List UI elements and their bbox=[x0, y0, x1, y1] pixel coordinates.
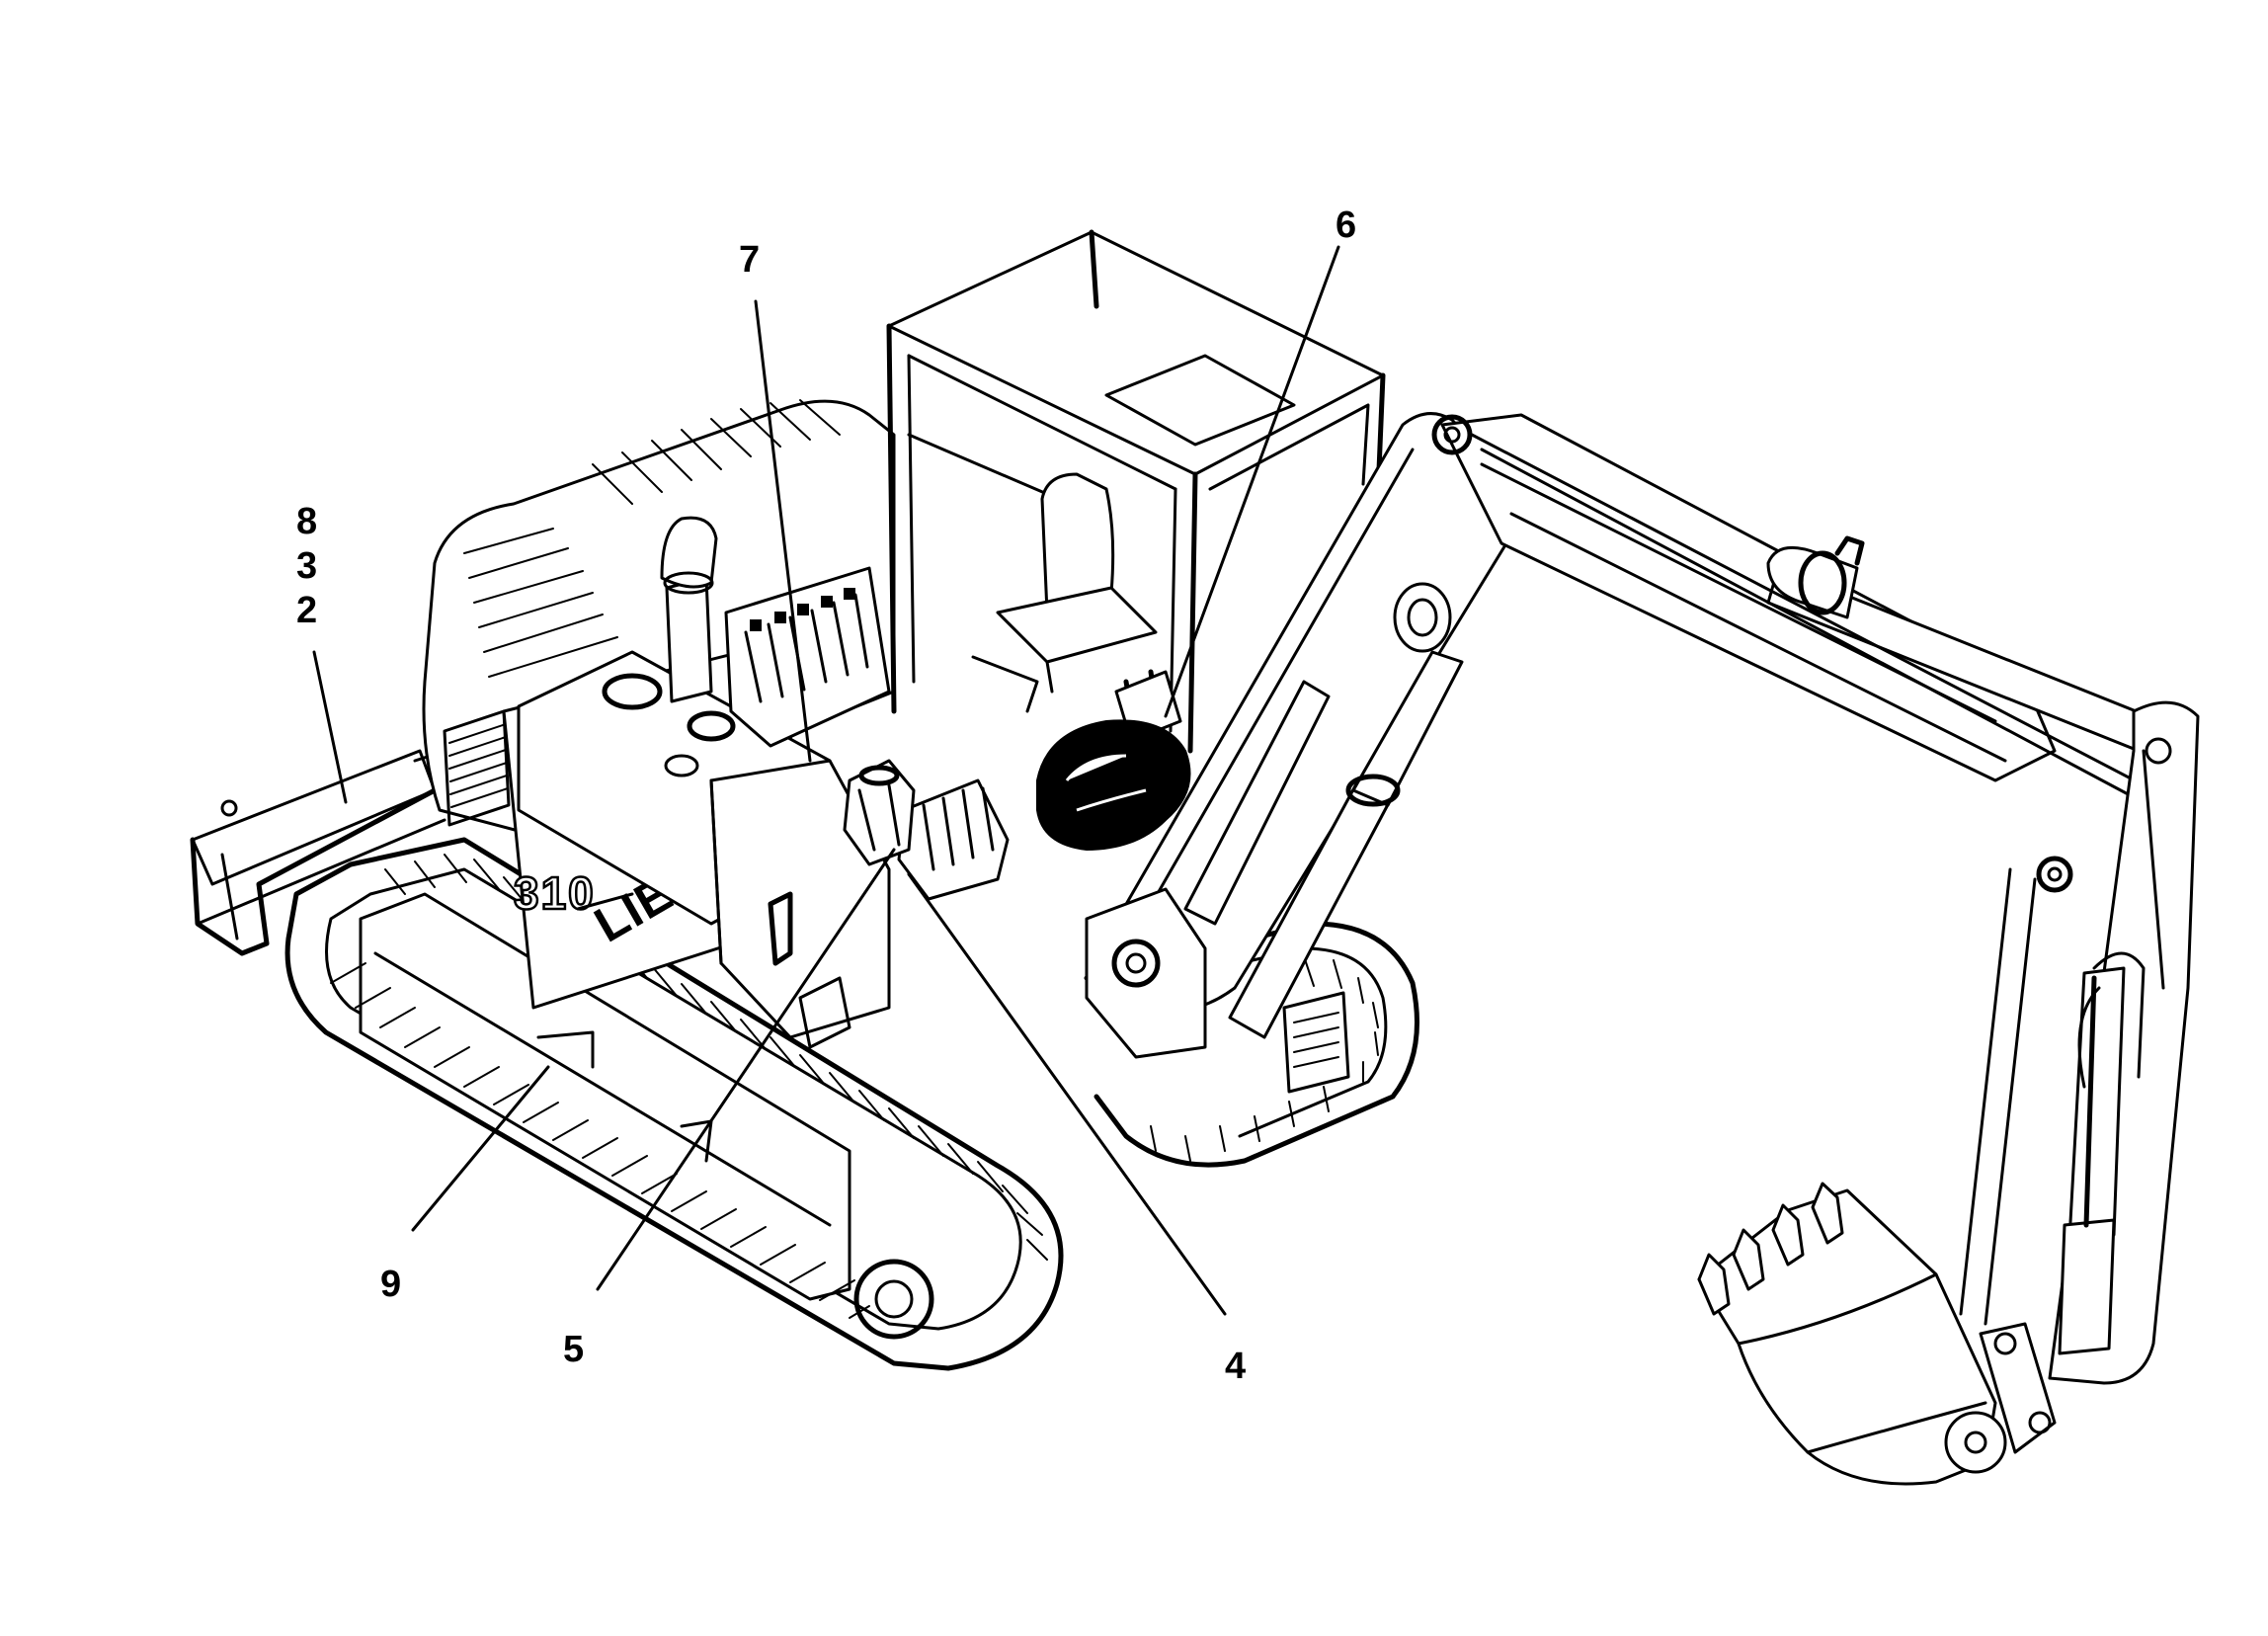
stick-cylinder bbox=[1470, 433, 2175, 807]
callout-leaders bbox=[312, 245, 1340, 1316]
rear-crawler-track bbox=[1084, 921, 1419, 1168]
callout-6: 6 bbox=[1336, 204, 1356, 246]
dipper-arm bbox=[1959, 700, 2200, 1385]
bucket-teeth bbox=[1697, 1182, 1844, 1316]
hose-bundle bbox=[1036, 719, 1191, 852]
side-grille bbox=[448, 723, 509, 808]
callout-4: 4 bbox=[1225, 1346, 1246, 1387]
track-shoes-front bbox=[330, 962, 870, 1319]
callout-9: 9 bbox=[380, 1264, 401, 1305]
front-crawler-track bbox=[284, 837, 1064, 1371]
hood-louvres bbox=[463, 399, 841, 678]
callout-5: 5 bbox=[563, 1329, 584, 1370]
callout-8: 8 bbox=[296, 501, 317, 542]
hydraulic-valve-bank bbox=[724, 566, 1010, 901]
operator-cab bbox=[886, 229, 1386, 754]
callout-3: 3 bbox=[296, 545, 317, 587]
model-number: 310 bbox=[514, 867, 596, 919]
boom bbox=[1085, 412, 2057, 1059]
track-cleats-top bbox=[384, 854, 1048, 1261]
bucket bbox=[1697, 1182, 2057, 1486]
callout-2: 2 bbox=[296, 590, 317, 631]
callout-labels: 8 3 2 7 6 9 5 4 bbox=[296, 204, 1356, 1387]
callout-7: 7 bbox=[739, 239, 760, 281]
